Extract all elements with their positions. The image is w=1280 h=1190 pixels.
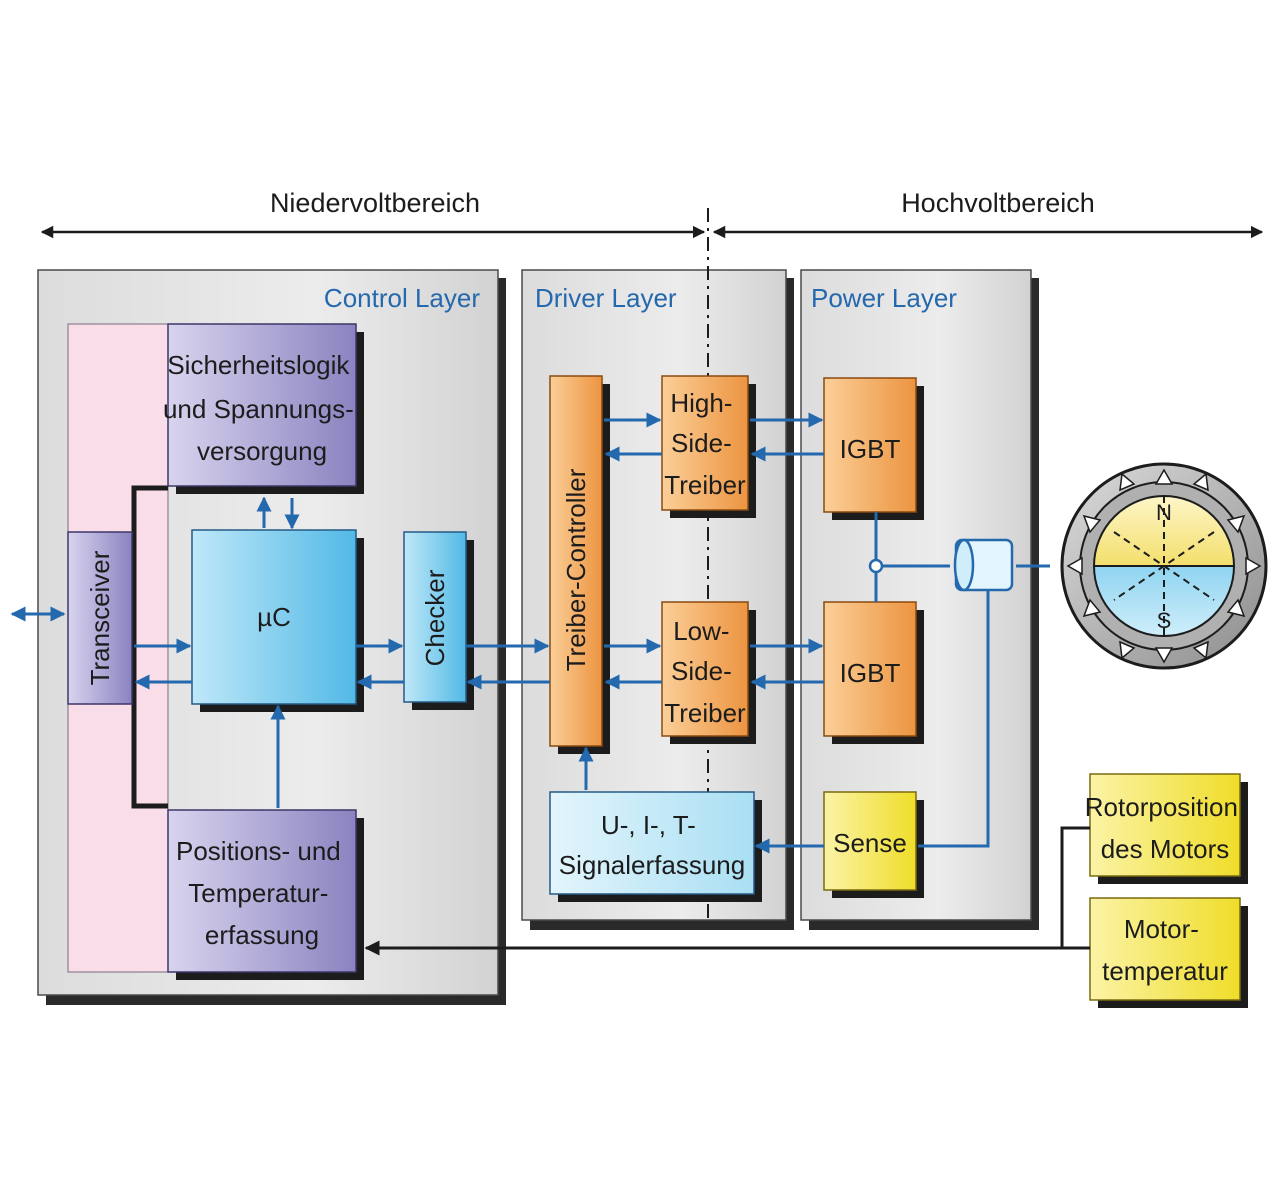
range-label-low: Niedervoltbereich	[270, 188, 480, 218]
driver-layer-label: Driver Layer	[535, 283, 677, 313]
low-side-driver-block	[661, 601, 749, 737]
high-side-driver-label: High- Side- Treiber	[664, 388, 746, 500]
checker-block	[403, 531, 467, 703]
power-layer-label: Power Layer	[811, 283, 957, 313]
sensor-feedback-line	[364, 826, 1090, 956]
safety-logic-label: Sicherheitslogik und Spannungs- versorgu…	[163, 350, 361, 466]
low-side-driver-label: Low- Side- Treiber	[664, 616, 746, 728]
transceiver-label: Transceiver	[85, 550, 115, 685]
position-temperature-label: Positions- und Temperatur- erfassung	[176, 836, 348, 950]
driver-controller-label: Treiber-Controller	[561, 468, 591, 671]
sense-label: Sense	[833, 828, 907, 858]
current-sense-wire	[918, 584, 990, 848]
position-temperature-block	[167, 809, 357, 973]
igbt-top-block	[823, 377, 917, 513]
igbt-top-label: IGBT	[840, 434, 901, 464]
igbt-bottom-block	[823, 601, 917, 737]
motor-temperature-label: Motor- temperatur	[1102, 914, 1228, 986]
safety-logic-block	[167, 323, 357, 487]
high-side-driver-block	[661, 375, 749, 511]
microcontroller-block	[191, 529, 357, 705]
control-layer-label: Control Layer	[324, 283, 480, 313]
signal-acquisition-label: U-, I-, T- Signalerfassung	[559, 810, 745, 880]
driver-controller-block	[549, 375, 603, 747]
motor-icon: N S	[1060, 462, 1268, 670]
current-sensor-icon	[953, 538, 1014, 592]
motor-temperature-block	[1089, 897, 1241, 1001]
motor-south-label: S	[1157, 608, 1172, 633]
rotor-position-block	[1089, 773, 1241, 877]
signal-arrows	[10, 412, 1050, 854]
motor-north-label: N	[1156, 500, 1172, 525]
signal-acquisition-block	[549, 791, 755, 895]
igbt-bottom-label: IGBT	[840, 658, 901, 688]
rotor-position-label: Rotorposition des Motors	[1085, 792, 1245, 864]
sense-block	[823, 791, 917, 891]
checker-label: Checker	[420, 569, 450, 666]
microcontroller-label: µC	[257, 602, 291, 632]
transceiver-block	[67, 531, 133, 705]
phase-node	[868, 558, 884, 574]
range-label-high: Hochvoltbereich	[901, 188, 1095, 218]
